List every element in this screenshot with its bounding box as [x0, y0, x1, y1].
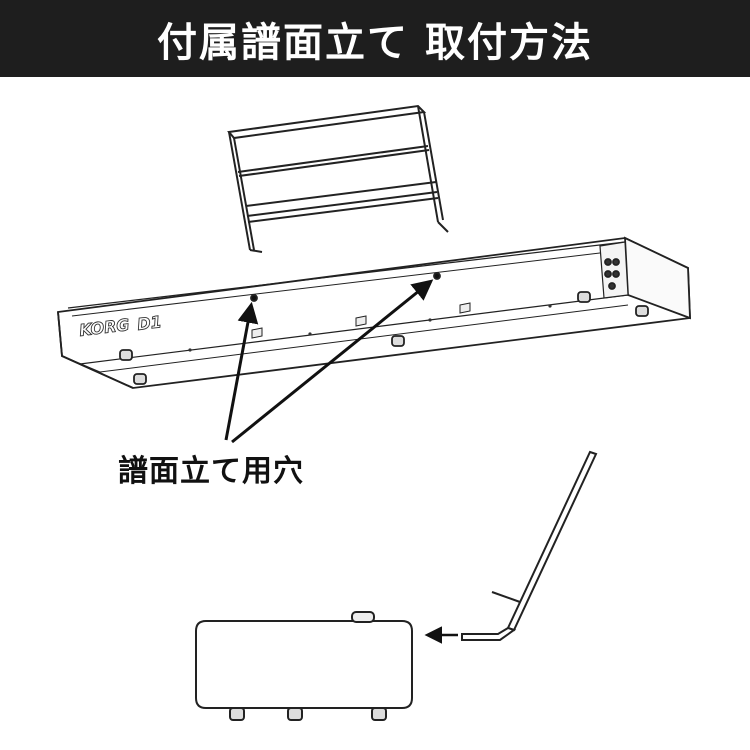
assembly-diagram: KORG D1: [57, 104, 691, 721]
hole-callout-label: 譜面立て用穴: [118, 454, 304, 489]
model-logo: D1: [136, 312, 163, 334]
header-bar: 付属譜面立て 取付方法: [0, 0, 750, 77]
music-stand-drawing: [227, 104, 449, 253]
side-view-drawing: [195, 450, 598, 721]
pointer-arrows: [224, 279, 434, 444]
page-title: 付属譜面立て 取付方法: [157, 19, 593, 66]
piano-body-drawing: [57, 236, 691, 389]
